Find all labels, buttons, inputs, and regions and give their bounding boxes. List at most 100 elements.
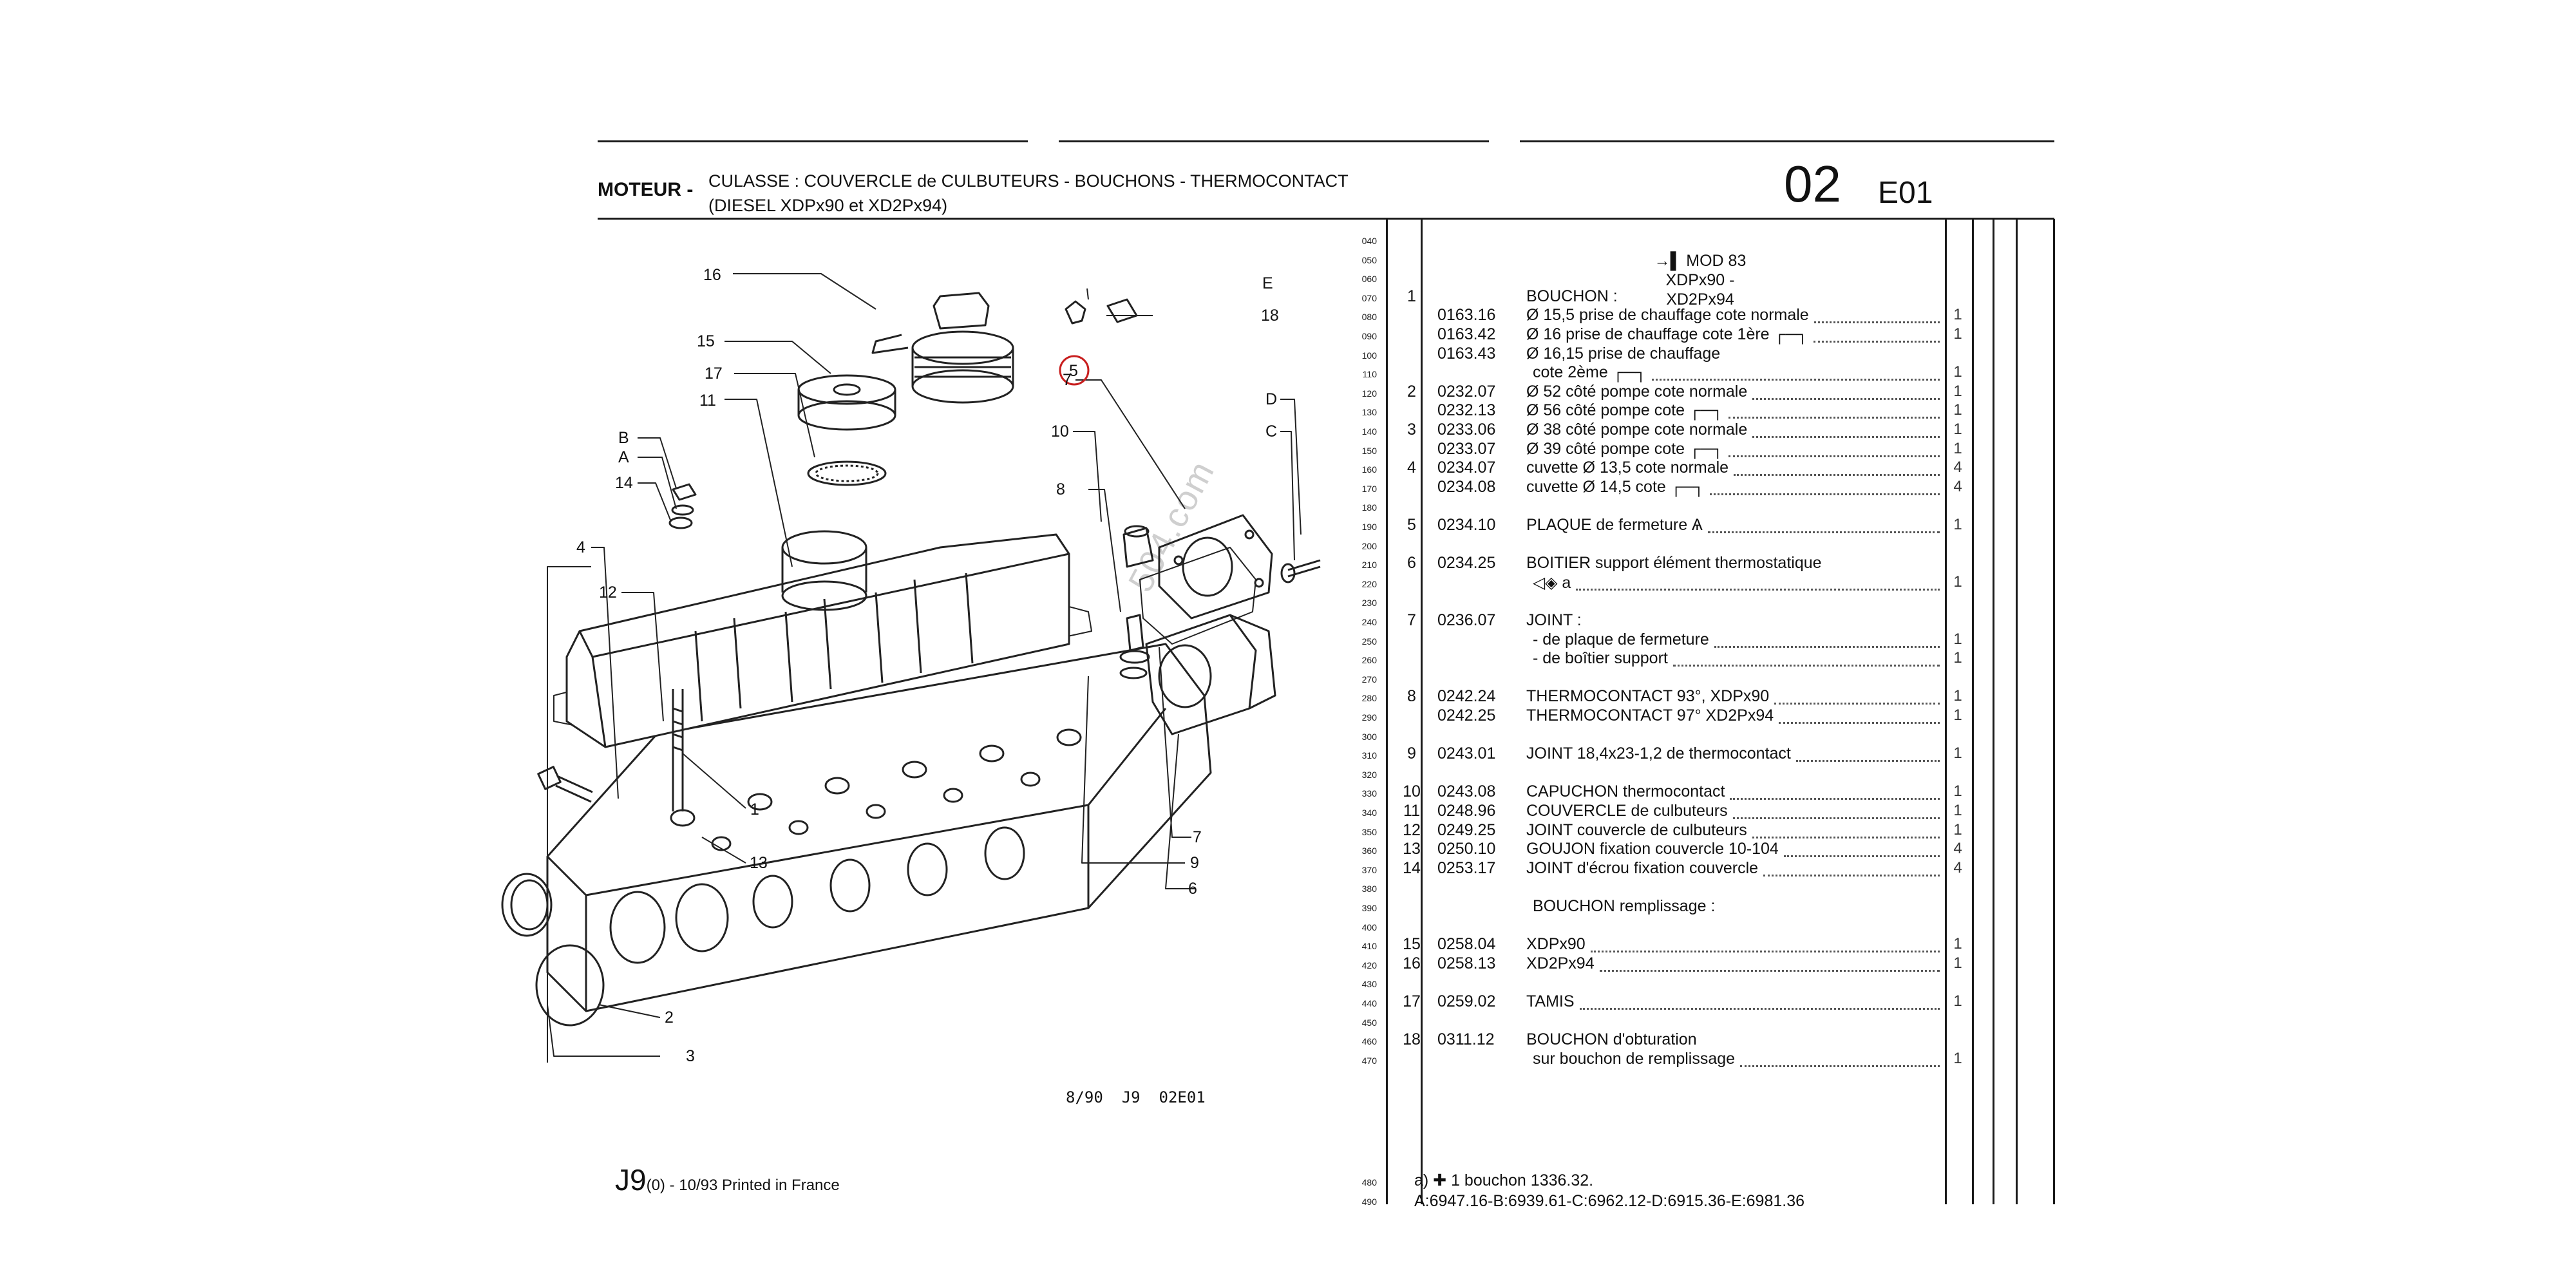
diagram-label: 16: [703, 266, 721, 284]
footnote-line2: A:6947.16-B:6939.61-C:6962.12-D:6915.36-…: [1414, 1192, 1805, 1210]
part-quantity: 1: [1953, 935, 1962, 953]
plug-3: [535, 944, 605, 1027]
leader-dots: [1714, 645, 1940, 648]
header-section: E01: [1878, 176, 1933, 210]
leader-lines: [547, 273, 1302, 1063]
table-vline-qty-right: [1972, 219, 1974, 1204]
row-number: 330: [1361, 788, 1377, 799]
part-reference: 0163.16: [1437, 306, 1496, 325]
footnote-line1: a) ✚ 1 bouchon 1336.32.: [1414, 1171, 1594, 1189]
gasket-7: [1139, 547, 1256, 645]
part-quantity: 1: [1953, 421, 1962, 438]
diagram-label: C: [1265, 422, 1277, 440]
header-moteur: MOTEUR -: [598, 179, 694, 200]
part-position: 18: [1403, 1030, 1421, 1049]
table-vline-pos: [1421, 219, 1423, 1204]
strainer-17: [807, 460, 887, 486]
part-reference: 0234.25: [1437, 554, 1496, 573]
part-description: Ø 56 côté pompe cote ┌─┐: [1526, 401, 1724, 420]
part-description: Ø 16,15 prise de chauffage: [1526, 344, 1721, 363]
diagram-label: 11: [699, 392, 716, 410]
part-quantity: 1: [1953, 401, 1962, 419]
row-number: 100: [1361, 350, 1377, 361]
part-quantity: 1: [1953, 1049, 1962, 1067]
leader-dots: [1763, 874, 1940, 876]
leader-dots: [1734, 474, 1940, 477]
part-quantity: 1: [1953, 630, 1962, 648]
part-description: Ø 39 côté pompe cote ┌─┐: [1526, 439, 1724, 458]
diagram-label: 2: [665, 1009, 674, 1027]
row-number: 280: [1361, 693, 1377, 704]
part-quantity: 1: [1953, 687, 1962, 705]
diagram-label: 15: [697, 332, 715, 350]
part-description: Ø 16 prise de chauffage cote 1ère ┌─┐: [1526, 325, 1808, 343]
row-number: 370: [1361, 864, 1377, 875]
row-number: 060: [1361, 274, 1377, 285]
row-number: 050: [1361, 254, 1377, 265]
head-ports: [609, 826, 1025, 964]
part-description: XDPx90: [1526, 935, 1586, 954]
part-quantity: 1: [1953, 992, 1962, 1010]
part-quantity: 1: [1953, 439, 1962, 457]
plug-2: [501, 873, 553, 937]
thermostat-housing-6: [1145, 614, 1276, 735]
part-description: GOUJON fixation couvercle 10-104: [1526, 840, 1779, 858]
leader-dots: [1814, 341, 1940, 343]
leader-dots: [1673, 665, 1940, 667]
diagram-label: 5: [1069, 362, 1078, 380]
part-reference: 0233.07: [1437, 439, 1496, 458]
part-reference: 0233.06: [1437, 421, 1496, 439]
part-description: cuvette Ø 14,5 cote ┌─┐: [1526, 477, 1705, 496]
filler-cap-15: [797, 374, 896, 431]
leader-dots: [1774, 703, 1940, 705]
row-number: 470: [1361, 1055, 1377, 1066]
part-description: cuvette Ø 13,5 cote normale: [1526, 459, 1729, 477]
leader-dots: [1600, 969, 1940, 972]
part-reference: 0259.02: [1437, 992, 1496, 1010]
leader-dots: [1708, 531, 1940, 533]
part-quantity: 1: [1953, 363, 1962, 381]
part-description: Ø 15,5 prise de chauffage cote normale: [1526, 306, 1809, 325]
clip-e: [1065, 300, 1086, 325]
top-rule-2: [1059, 140, 1489, 142]
row-number: 340: [1361, 808, 1377, 818]
row-number: 300: [1361, 731, 1377, 742]
part-description: TAMIS: [1526, 992, 1575, 1010]
header-rule: [598, 218, 2054, 220]
diagram-label: D: [1265, 390, 1277, 408]
table-vline-col3: [1993, 219, 1994, 1204]
row-number: 260: [1361, 655, 1377, 666]
part-position: 4: [1407, 459, 1416, 477]
row-number: 160: [1361, 464, 1377, 475]
part-position: 13: [1403, 840, 1421, 858]
part-reference: 0234.10: [1437, 516, 1496, 534]
part-position: 17: [1403, 992, 1421, 1010]
row-number: 120: [1361, 388, 1377, 399]
row-number: 310: [1361, 750, 1377, 761]
leader-dots: [1752, 397, 1940, 400]
part-reference: 0242.25: [1437, 706, 1496, 724]
part-quantity: 1: [1953, 306, 1962, 324]
part-reference: 0163.43: [1437, 344, 1496, 363]
diagram-label: 7: [1193, 828, 1202, 846]
row-number: 140: [1361, 426, 1377, 437]
stud-13: [672, 689, 684, 811]
part-reference: 0234.07: [1437, 459, 1496, 477]
plug-18: [1106, 298, 1138, 323]
leader-dots: [1580, 1008, 1940, 1010]
row-number: 400: [1361, 922, 1377, 933]
part-quantity: 1: [1953, 744, 1962, 762]
part-position: 16: [1403, 954, 1421, 972]
part-reference: 0232.07: [1437, 382, 1496, 401]
row-number: 380: [1361, 884, 1377, 895]
part-position: 2: [1407, 382, 1416, 401]
row-number: 230: [1361, 598, 1377, 609]
part-description: JOINT d'écrou fixation couvercle: [1526, 858, 1759, 877]
part-description: BOUCHON remplissage :: [1533, 897, 1716, 915]
washer-14: [668, 516, 693, 529]
part-quantity: 1: [1953, 954, 1962, 972]
part-quantity: 4: [1953, 459, 1962, 477]
top-rule-3: [1520, 140, 2054, 142]
model-mod: →▌ MOD 83: [1654, 252, 1747, 270]
diagram-label: 17: [705, 365, 723, 383]
